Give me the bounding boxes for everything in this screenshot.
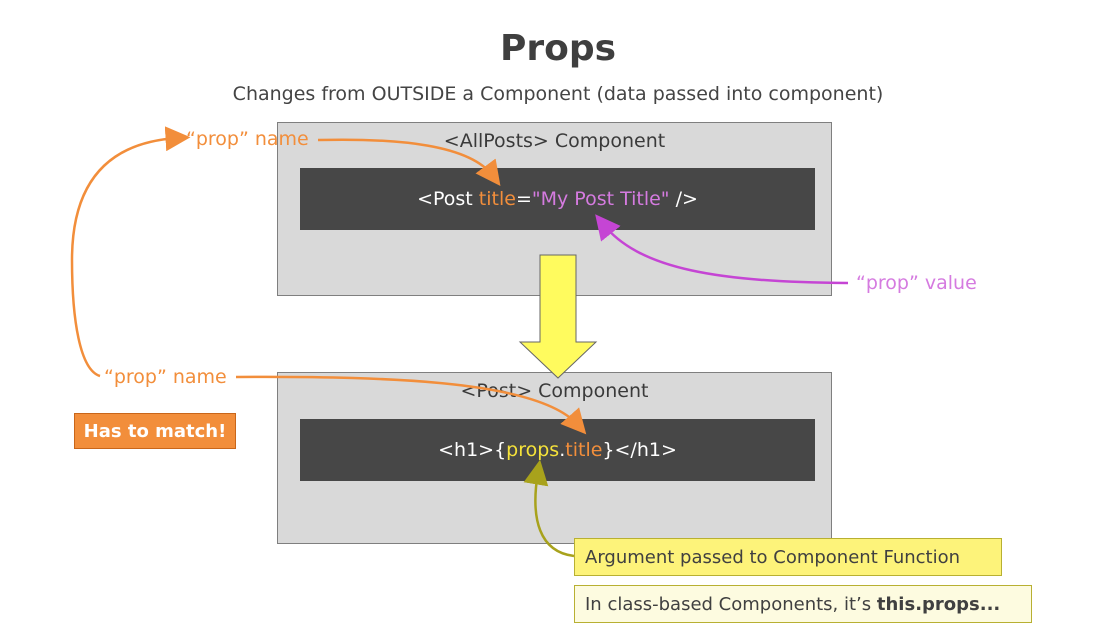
label-prop-name-bottom: “prop” name (104, 366, 227, 388)
post-code-box: <h1>{props.title}</h1> (300, 419, 815, 481)
label-prop-value: “prop” value (856, 272, 977, 294)
arrow-prop-name-top (317, 138, 501, 187)
slide-title: Props (499, 28, 617, 69)
class-based-note: In class-based Components, it’s this.pro… (574, 585, 1032, 623)
code-dot: . (559, 439, 566, 461)
class-note-prefix: In class-based Components, it’s (585, 593, 877, 615)
slide-subtitle: Changes from OUTSIDE a Component (data p… (232, 83, 884, 105)
post-component-title: <Post> Component (460, 380, 649, 402)
arrow-match-loop (70, 126, 191, 378)
code-title-attr: title (478, 188, 516, 210)
class-note-bold: this.props... (876, 593, 1001, 615)
code-h1-open: <h1>{ (438, 439, 507, 461)
allposts-component-title: <AllPosts> Component (443, 130, 666, 152)
arrow-prop-name-bottom (235, 375, 587, 435)
code-h1-close: }</h1> (602, 439, 677, 461)
code-post-open: <Post (417, 188, 479, 210)
code-post-close: /> (669, 188, 698, 210)
arrow-argument (523, 459, 575, 558)
allposts-code-box: <Post title="My Post Title" /> (300, 168, 815, 230)
code-equals: = (515, 188, 532, 210)
label-prop-name-top: “prop” name (186, 128, 309, 150)
has-to-match-badge: Has to match! (74, 413, 236, 449)
arrow-prop-value (595, 214, 849, 285)
flow-down-arrow (518, 254, 598, 379)
code-props: props (506, 439, 560, 461)
argument-note: Argument passed to Component Function (574, 538, 1002, 576)
code-title-value: "My Post Title" (531, 188, 670, 210)
code-props-title: title (565, 439, 603, 461)
